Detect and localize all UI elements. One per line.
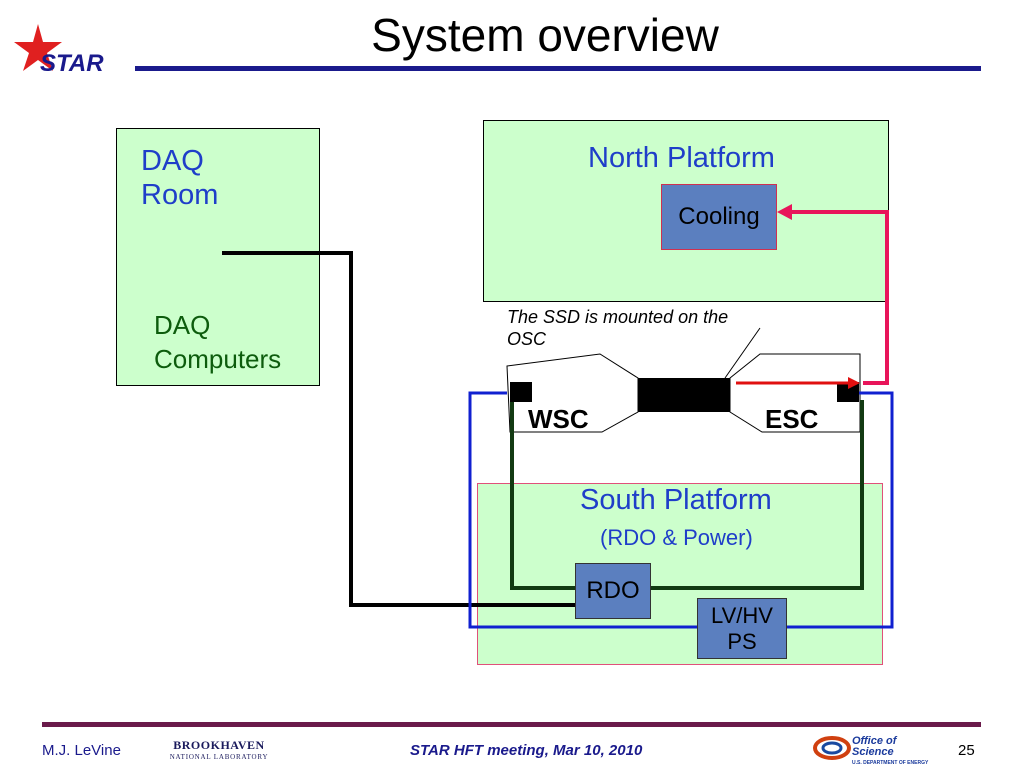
north-platform-label: North Platform	[588, 142, 775, 174]
ssd-annotation-line1: The SSD is mounted on the	[507, 307, 729, 327]
south-platform-box	[477, 483, 883, 665]
bnl-logo-line2: NATIONAL LABORATORY	[169, 753, 269, 761]
wsc-connector	[510, 382, 532, 402]
cooling-box: Cooling	[661, 184, 777, 250]
star-logo-icon	[14, 24, 62, 71]
doe-logo-line1: Office of	[852, 735, 897, 747]
esc-connector	[837, 382, 859, 402]
footer-meeting: STAR HFT meeting, Mar 10, 2010	[410, 742, 643, 759]
daq-room-label: DAQ Room	[141, 144, 218, 212]
daq-computers-label: DAQ Computers	[154, 308, 281, 376]
south-platform-label: South Platform	[580, 484, 772, 516]
ssd-annotation-line2: OSC	[507, 329, 547, 349]
daq-fiber-cable	[222, 251, 577, 607]
doe-logo-line3: U.S. DEPARTMENT OF ENERGY	[852, 760, 929, 766]
doe-logo: Office of Science U.S. DEPARTMENT OF ENE…	[852, 736, 928, 769]
daq-room-label-line1: DAQ	[141, 145, 204, 177]
page-number: 25	[958, 742, 975, 759]
wsc-label: WSC	[528, 404, 589, 434]
rdo-box: RDO	[575, 563, 651, 619]
lvhv-label-line1: LV/HV	[711, 602, 773, 628]
cooling-arrowhead	[777, 204, 792, 220]
footer-author: M.J. LeVine	[42, 742, 121, 759]
blue-cable	[468, 391, 894, 629]
bnl-logo-line1: BROOKHAVEN	[173, 738, 265, 752]
green-cable	[510, 400, 864, 590]
south-platform-subtitle: (RDO & Power)	[600, 525, 753, 550]
doe-logo-line2: Science	[852, 746, 894, 758]
daq-room-box	[116, 128, 320, 386]
slide-title: System overview	[371, 9, 719, 61]
footer-bar	[42, 722, 981, 727]
central-block	[638, 378, 730, 412]
doe-swirl-icon	[813, 736, 851, 760]
star-logo-text: STAR	[40, 50, 104, 77]
ssd-annotation: The SSD is mounted on the OSC	[507, 306, 728, 350]
title-underline	[135, 66, 981, 71]
daq-room-label-line2: Room	[141, 179, 219, 211]
esc-label: ESC	[765, 404, 819, 434]
bnl-logo: BROOKHAVEN NATIONAL LABORATORY	[163, 738, 275, 761]
lvhv-label-line2: PS	[727, 628, 757, 654]
daq-computers-label-line2: Computers	[154, 344, 282, 374]
lvhv-ps-box: LV/HV PS	[697, 598, 787, 659]
daq-computers-label-line1: DAQ	[154, 310, 211, 340]
cooling-line	[790, 210, 889, 385]
